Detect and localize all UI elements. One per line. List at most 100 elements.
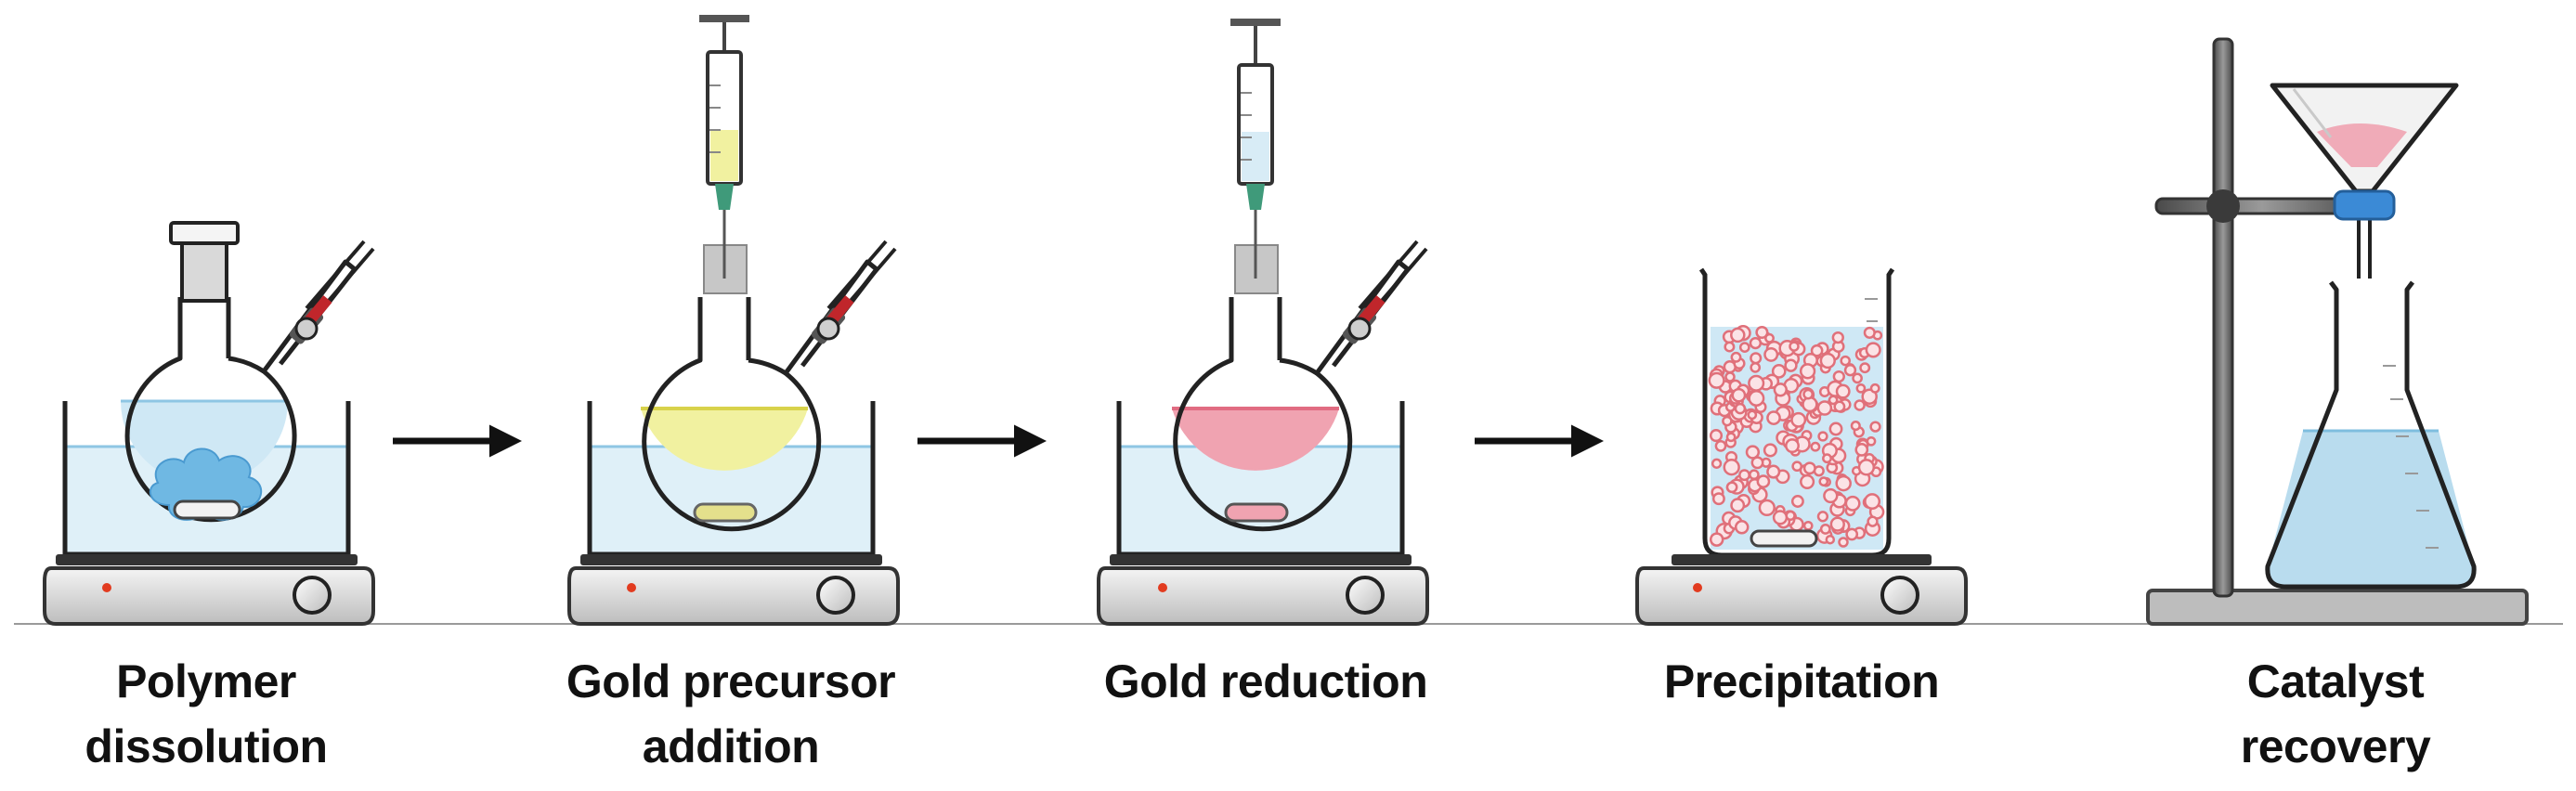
gold-particle — [1859, 362, 1871, 374]
gold-particle — [1854, 443, 1869, 457]
gold-particle — [1835, 474, 1852, 492]
gold-particle — [1818, 476, 1829, 486]
gold-particle — [1790, 411, 1807, 428]
gold-particle — [1838, 537, 1849, 548]
clamp-holder — [2206, 189, 2240, 223]
gold-particle — [1758, 499, 1776, 517]
gold-particle — [1709, 532, 1724, 547]
erlenmeyer-flask — [2265, 280, 2477, 590]
gold-particle — [1861, 388, 1878, 405]
gold-particle — [1816, 511, 1829, 523]
gold-particles — [1708, 325, 1885, 548]
gold-particle — [1840, 355, 1851, 367]
gold-particle — [1833, 400, 1846, 413]
stopcock-valve — [289, 240, 375, 344]
gold-particle — [1843, 364, 1857, 377]
step-label-polymer-dissolution: Polymer dissolution — [0, 649, 429, 779]
label-line: addition — [642, 720, 820, 772]
gold-particle — [1810, 344, 1824, 357]
syringe-reducing-agent — [1230, 19, 1281, 279]
gold-particle — [1845, 527, 1859, 541]
power-indicator-light — [1158, 583, 1167, 592]
gold-particle — [1863, 326, 1876, 339]
label-line: Gold reduction — [1103, 655, 1428, 707]
gold-particle — [1784, 358, 1798, 372]
gold-particle — [1750, 362, 1762, 373]
stir-bar — [1750, 529, 1818, 548]
label-line: Polymer — [116, 655, 296, 707]
gold-particle — [1764, 332, 1775, 344]
gold-particle — [1829, 516, 1845, 532]
step-gold-precursor-addition — [567, 15, 900, 626]
gold-particle — [1723, 459, 1740, 476]
gold-particle — [1738, 469, 1750, 482]
gold-particle — [1854, 399, 1866, 411]
gold-particle — [1724, 371, 1736, 383]
gold-particle — [1709, 429, 1724, 443]
beaker-graduations — [1865, 298, 1878, 322]
gold-particle — [1790, 495, 1804, 508]
gold-particle — [1869, 421, 1881, 433]
stopcock-valve — [1342, 240, 1428, 344]
gold-particle — [1756, 474, 1771, 488]
label-line: Gold precursor — [566, 655, 896, 707]
gold-particle — [1734, 520, 1750, 535]
gold-particle — [1822, 453, 1832, 464]
gold-particle — [1730, 327, 1746, 344]
gold-particle — [1817, 431, 1828, 442]
gold-particle — [1730, 498, 1746, 513]
gold-particle — [1724, 341, 1736, 353]
gold-particle — [1857, 459, 1876, 476]
gold-particle — [1747, 409, 1758, 421]
gold-particle — [1738, 342, 1750, 353]
step-polymer-dissolution — [43, 221, 375, 626]
gold-particle — [1825, 534, 1836, 545]
gold-particle — [1823, 487, 1839, 504]
gold-particle — [1722, 415, 1733, 427]
gold-particle — [1763, 443, 1777, 458]
step-catalyst-recovery — [2146, 37, 2529, 626]
gold-particle — [1850, 421, 1861, 432]
gold-particle — [1766, 410, 1781, 425]
gold-particle — [1844, 495, 1861, 512]
gold-particle — [1832, 370, 1845, 383]
power-indicator-light — [1693, 583, 1702, 592]
gold-particle — [1730, 351, 1742, 363]
label-line: dissolution — [85, 720, 328, 772]
filter-funnel — [2270, 83, 2459, 279]
two-neck-round-bottom-flask — [641, 259, 879, 532]
gold-particle — [1802, 388, 1814, 400]
gold-particle — [1748, 390, 1765, 407]
step-label-gold-reduction: Gold reduction — [1043, 649, 1489, 714]
gold-particle — [1855, 383, 1867, 394]
gold-particle — [1785, 438, 1800, 454]
syringe-gold-precursor — [699, 15, 749, 279]
hot-plate-stirrer — [43, 554, 375, 626]
gold-particle — [1734, 402, 1747, 415]
two-neck-round-bottom-flask — [1172, 259, 1411, 532]
gold-particle — [1772, 510, 1789, 525]
gold-particle — [1731, 387, 1747, 403]
gold-particle — [1711, 458, 1723, 469]
stir-bar — [693, 502, 758, 523]
gold-particle — [1745, 445, 1761, 460]
step-label-precipitation: Precipitation — [1579, 649, 2024, 714]
gold-particle — [1802, 396, 1818, 413]
hot-plate-stirrer — [1635, 554, 1968, 626]
gold-particle — [1749, 469, 1760, 481]
gold-particle — [1802, 461, 1816, 475]
control-knob — [816, 576, 855, 615]
flask-graduations — [2383, 365, 2439, 549]
hot-plate-stirrer — [567, 554, 900, 626]
gold-particle — [1800, 473, 1815, 489]
label-line: recovery — [2240, 720, 2431, 772]
stopcock-valve — [811, 240, 897, 344]
gold-particle — [1771, 364, 1787, 379]
gold-particle — [1852, 372, 1863, 384]
control-knob — [293, 576, 332, 615]
label-line: Catalyst — [2246, 655, 2425, 707]
gold-particle — [1819, 523, 1831, 535]
gold-particle — [1711, 492, 1725, 506]
gold-particle — [1749, 336, 1763, 350]
